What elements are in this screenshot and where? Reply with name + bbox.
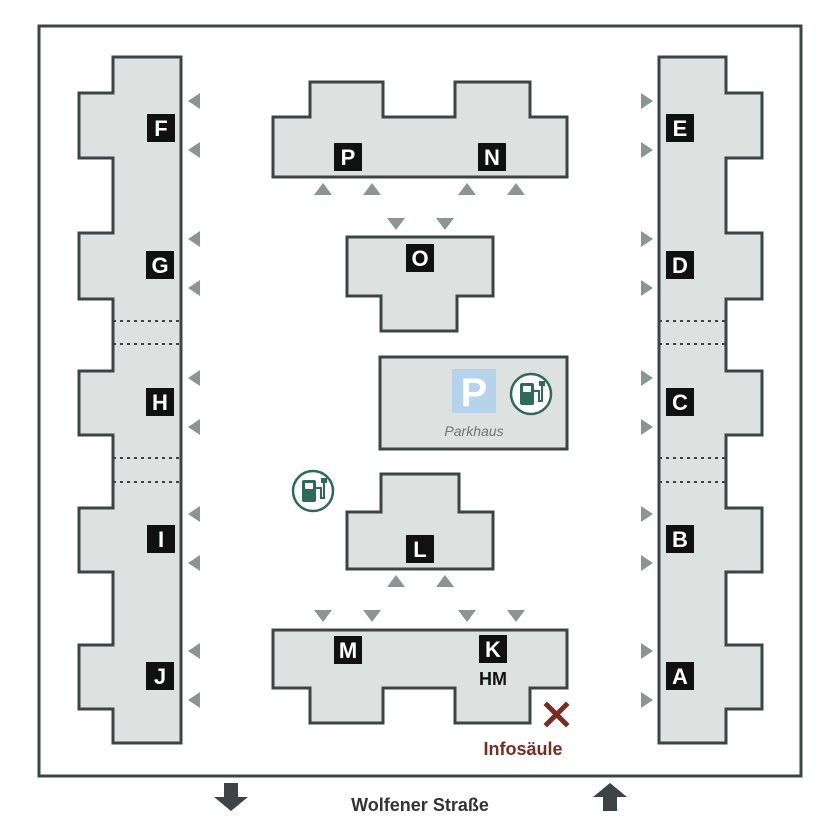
label-g[interactable]: G — [146, 251, 174, 279]
entrance-marker — [188, 643, 200, 659]
label-f[interactable]: F — [147, 114, 175, 142]
entrance-marker — [188, 370, 200, 386]
entrance-marker — [436, 218, 454, 230]
entrance-marker — [188, 692, 200, 708]
label-k[interactable]: K — [479, 635, 507, 663]
left-wing — [77, 55, 183, 745]
label-a[interactable]: A — [666, 662, 694, 690]
entrance-marker — [314, 183, 332, 195]
label-k-text: K — [485, 637, 501, 662]
parking-sign-icon: P — [452, 369, 496, 415]
entrance-marker — [641, 692, 653, 708]
entrance-marker — [641, 643, 653, 659]
label-l-text: L — [413, 537, 426, 562]
label-f-text: F — [154, 116, 167, 141]
right-wing — [657, 55, 764, 745]
entrance-marker — [641, 419, 653, 435]
label-e[interactable]: E — [666, 114, 694, 142]
label-g-text: G — [151, 253, 168, 278]
street-label: Wolfener Straße — [351, 795, 489, 815]
entrance-marker — [507, 610, 525, 622]
entrance-marker — [314, 610, 332, 622]
entrance-marker — [188, 419, 200, 435]
entrance-marker — [387, 218, 405, 230]
label-b-text: B — [672, 527, 688, 552]
entrance-marker — [188, 93, 200, 109]
label-l[interactable]: L — [406, 535, 434, 563]
label-n[interactable]: N — [478, 143, 506, 171]
entrance-marker — [641, 370, 653, 386]
ev-charging-icon[interactable] — [291, 469, 335, 513]
ev-charging-icon[interactable] — [509, 372, 553, 416]
label-j-text: J — [154, 664, 166, 689]
label-h-text: H — [152, 390, 168, 415]
label-i[interactable]: I — [147, 525, 175, 553]
up-arrow-icon[interactable] — [593, 783, 627, 811]
label-p-text: P — [341, 145, 356, 170]
label-h[interactable]: H — [146, 388, 174, 416]
left-wing-outline — [77, 55, 183, 745]
label-b[interactable]: B — [666, 525, 694, 553]
label-c-text: C — [672, 390, 688, 415]
entrance-marker — [641, 231, 653, 247]
label-o-text: O — [411, 246, 428, 271]
label-d-text: D — [672, 253, 688, 278]
label-j[interactable]: J — [146, 662, 174, 690]
parking-sign-letter: P — [461, 371, 488, 415]
label-m-text: M — [339, 638, 357, 663]
entrance-marker — [188, 555, 200, 571]
entrance-marker — [363, 610, 381, 622]
entrance-marker — [458, 183, 476, 195]
label-c[interactable]: C — [666, 388, 694, 416]
hm-label: HM — [479, 669, 507, 689]
entrance-marker — [641, 93, 653, 109]
entrance-marker — [458, 610, 476, 622]
building-o — [345, 235, 495, 333]
infosaeule-label: Infosäule — [483, 739, 562, 759]
x-marker-icon[interactable] — [543, 701, 570, 728]
label-n-text: N — [484, 145, 500, 170]
entrance-marker — [188, 231, 200, 247]
label-p[interactable]: P — [334, 143, 362, 171]
entrance-marker — [188, 506, 200, 522]
label-o[interactable]: O — [406, 244, 434, 272]
label-a-text: A — [672, 664, 688, 689]
entrance-marker — [507, 183, 525, 195]
entrance-marker — [188, 280, 200, 296]
entrance-marker — [188, 142, 200, 158]
entrance-marker — [641, 142, 653, 158]
label-i-text: I — [158, 527, 164, 552]
entrance-marker — [641, 280, 653, 296]
entrance-marker — [436, 575, 454, 587]
entrance-marker — [641, 555, 653, 571]
entrance-marker — [641, 506, 653, 522]
parkhaus-label: Parkhaus — [444, 423, 503, 439]
down-arrow-icon[interactable] — [214, 783, 248, 811]
label-d[interactable]: D — [666, 251, 694, 279]
right-wing-outline — [657, 55, 764, 745]
label-m[interactable]: M — [334, 636, 362, 664]
entrance-marker — [363, 183, 381, 195]
entrance-markers — [188, 93, 653, 708]
building-l — [345, 472, 495, 571]
label-e-text: E — [673, 116, 688, 141]
entrance-marker — [387, 575, 405, 587]
